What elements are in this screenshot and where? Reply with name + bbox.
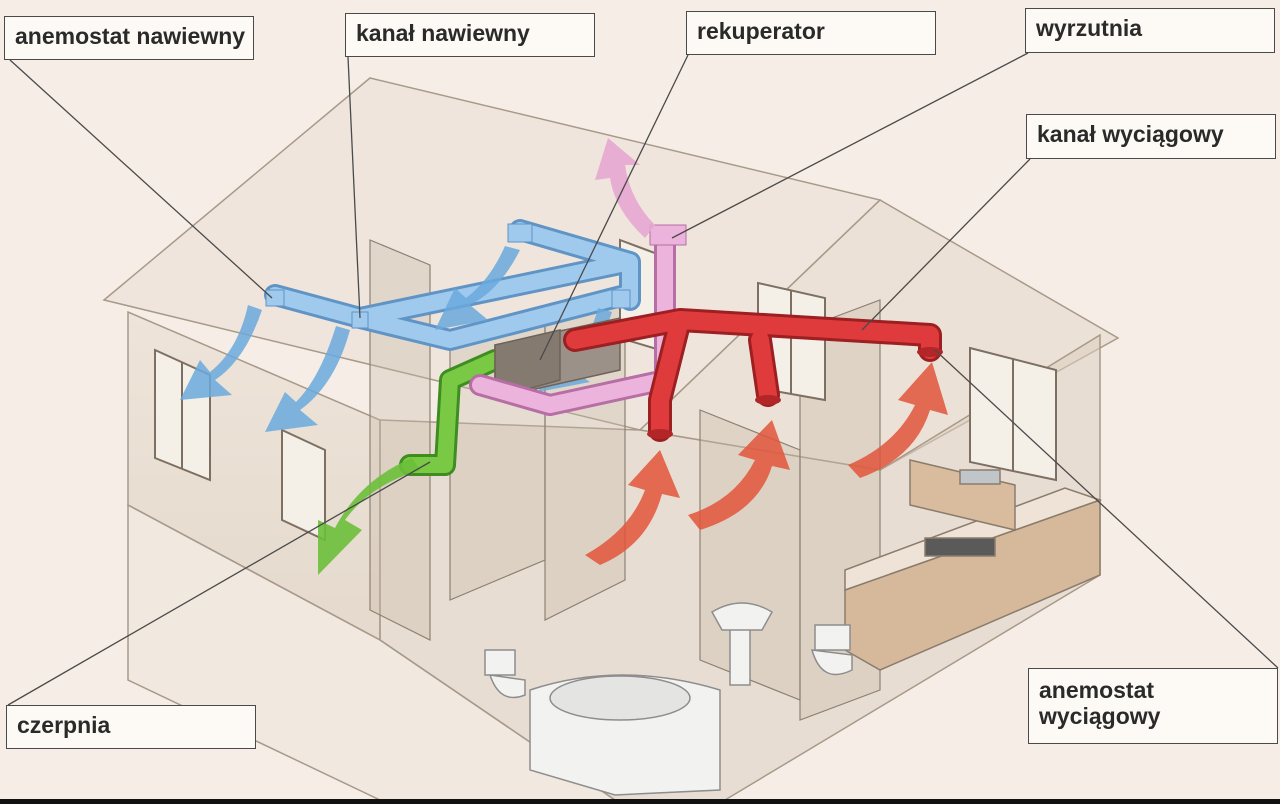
kitchen-counter xyxy=(844,459,1103,671)
leader-kanal-wyciagowy xyxy=(861,158,1031,331)
outlet-arrow xyxy=(595,138,655,238)
label-wyrzutnia: wyrzutnia xyxy=(1025,8,1275,53)
bathroom-fixtures xyxy=(484,602,853,796)
supply-arrow-3 xyxy=(435,246,520,330)
exhaust-arrow-3 xyxy=(848,362,948,478)
exhaust-arrow-2 xyxy=(688,420,790,530)
label-kanal-wyciagowy: kanał wyciągowy xyxy=(1026,114,1276,159)
label-rekuperator: rekuperator xyxy=(686,11,936,55)
fresh-air-arrow xyxy=(318,458,420,575)
supply-arrow-1 xyxy=(180,305,262,400)
label-anemostat-wyciagowy: anemostat wyciągowy xyxy=(1028,668,1278,744)
exhaust-ducts xyxy=(563,308,943,442)
supply-arrow-2 xyxy=(265,326,350,432)
leader-czerpnia xyxy=(7,461,431,706)
windows xyxy=(154,238,1057,542)
bottom-border-bar xyxy=(0,799,1280,804)
label-czerpnia: czerpnia xyxy=(6,705,256,749)
leader-wyrzutnia xyxy=(671,52,1029,239)
sink xyxy=(710,602,774,686)
label-anemostat-wyciagowy-line1: anemostat xyxy=(1039,677,1155,703)
label-anemostat-wyciagowy-line2: wyciągowy xyxy=(1039,703,1161,730)
fresh-air-duct xyxy=(399,349,506,476)
exhaust-air-arrows xyxy=(585,362,948,565)
toilet-left xyxy=(484,649,526,699)
label-anemostat-nawiewny: anemostat nawiewny xyxy=(4,16,254,60)
leader-kanal-nawiewny xyxy=(347,56,361,319)
leader-anemostat-nawiewny xyxy=(9,59,273,299)
leader-lines xyxy=(7,52,1279,706)
leader-rekuperator xyxy=(539,54,689,361)
exhaust-arrow-1 xyxy=(585,450,680,565)
label-kanal-nawiewny: kanał nawiewny xyxy=(345,13,595,57)
outlet-duct xyxy=(469,224,687,416)
toilet-right xyxy=(810,624,853,676)
leader-anemostat-wyciagowy xyxy=(934,349,1279,669)
